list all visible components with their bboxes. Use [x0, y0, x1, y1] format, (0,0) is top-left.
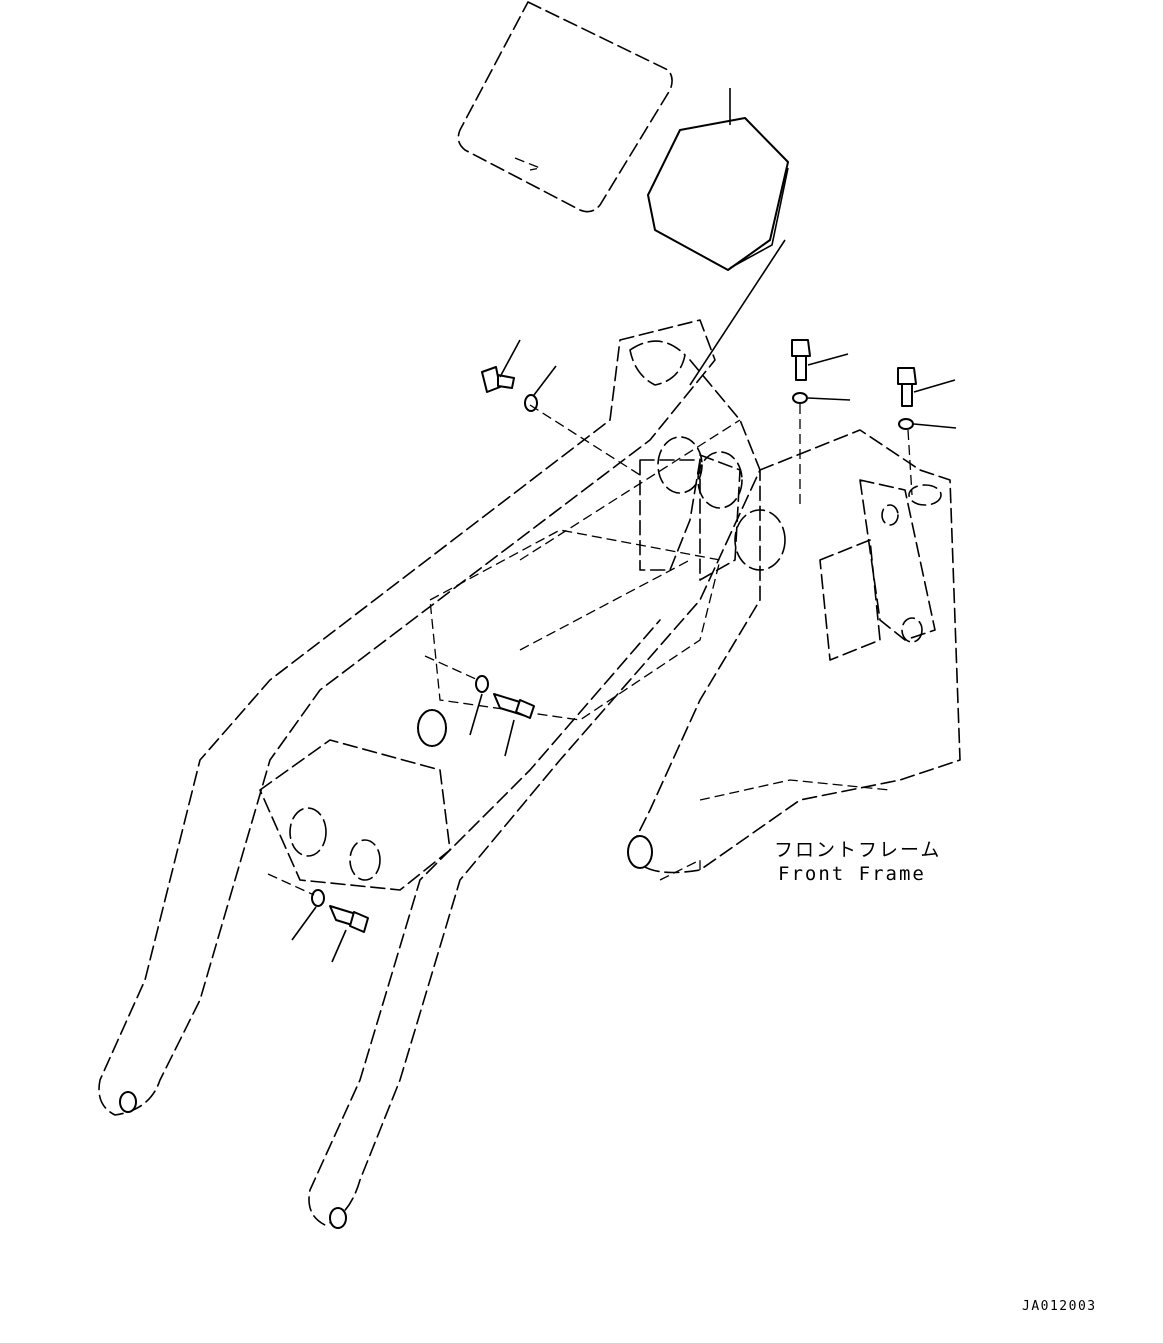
octagon-pad — [647, 88, 789, 386]
drawing-code: JA012003 — [1022, 1299, 1097, 1314]
boom-arm — [98, 319, 761, 1226]
label-english: Front Frame — [778, 863, 926, 885]
bolt-top-right — [897, 367, 956, 407]
washer-top-mid — [792, 392, 851, 505]
label-japanese: フロントフレーム — [774, 839, 941, 861]
bolt-top-mid — [791, 339, 849, 381]
washer-middle — [424, 655, 489, 736]
bolt-upper-left — [481, 339, 521, 393]
cover-plate — [457, 1, 673, 213]
pin-holes — [119, 436, 942, 1229]
washer-lower — [267, 873, 325, 941]
front-frame — [629, 429, 961, 881]
washer-upper-left — [524, 365, 641, 476]
washer-top-right — [898, 418, 957, 496]
bolt-middle — [493, 693, 535, 757]
bolt-lower — [329, 905, 369, 963]
